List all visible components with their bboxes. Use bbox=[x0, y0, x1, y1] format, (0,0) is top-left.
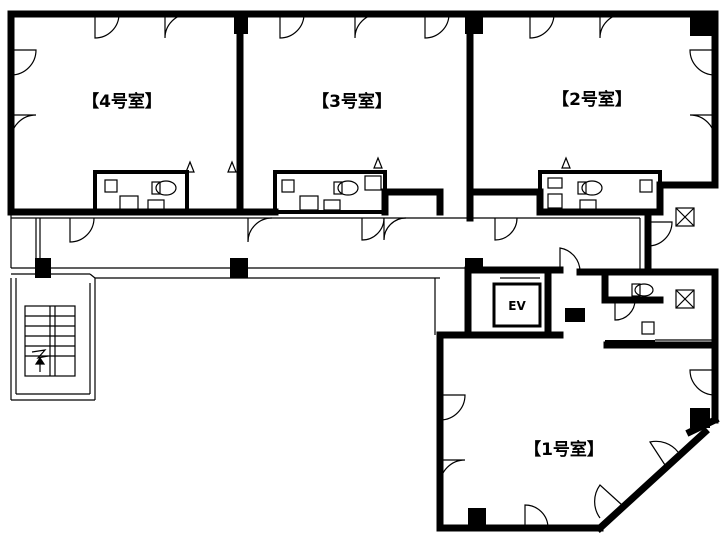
room-4-label: 【4号室】 bbox=[82, 91, 162, 112]
stair-arrow-icon bbox=[31, 349, 49, 372]
elevator-label: EV bbox=[508, 299, 526, 313]
shaft-icon bbox=[675, 207, 695, 309]
room-3-label: 【3号室】 bbox=[312, 91, 392, 112]
doors bbox=[10, 13, 716, 529]
toilet-fixtures bbox=[93, 156, 662, 335]
room-2-label: 【2号室】 bbox=[552, 89, 632, 110]
elevator: EV bbox=[492, 282, 542, 328]
columns bbox=[35, 14, 712, 528]
room-1-label: 【1号室】 bbox=[524, 439, 604, 460]
